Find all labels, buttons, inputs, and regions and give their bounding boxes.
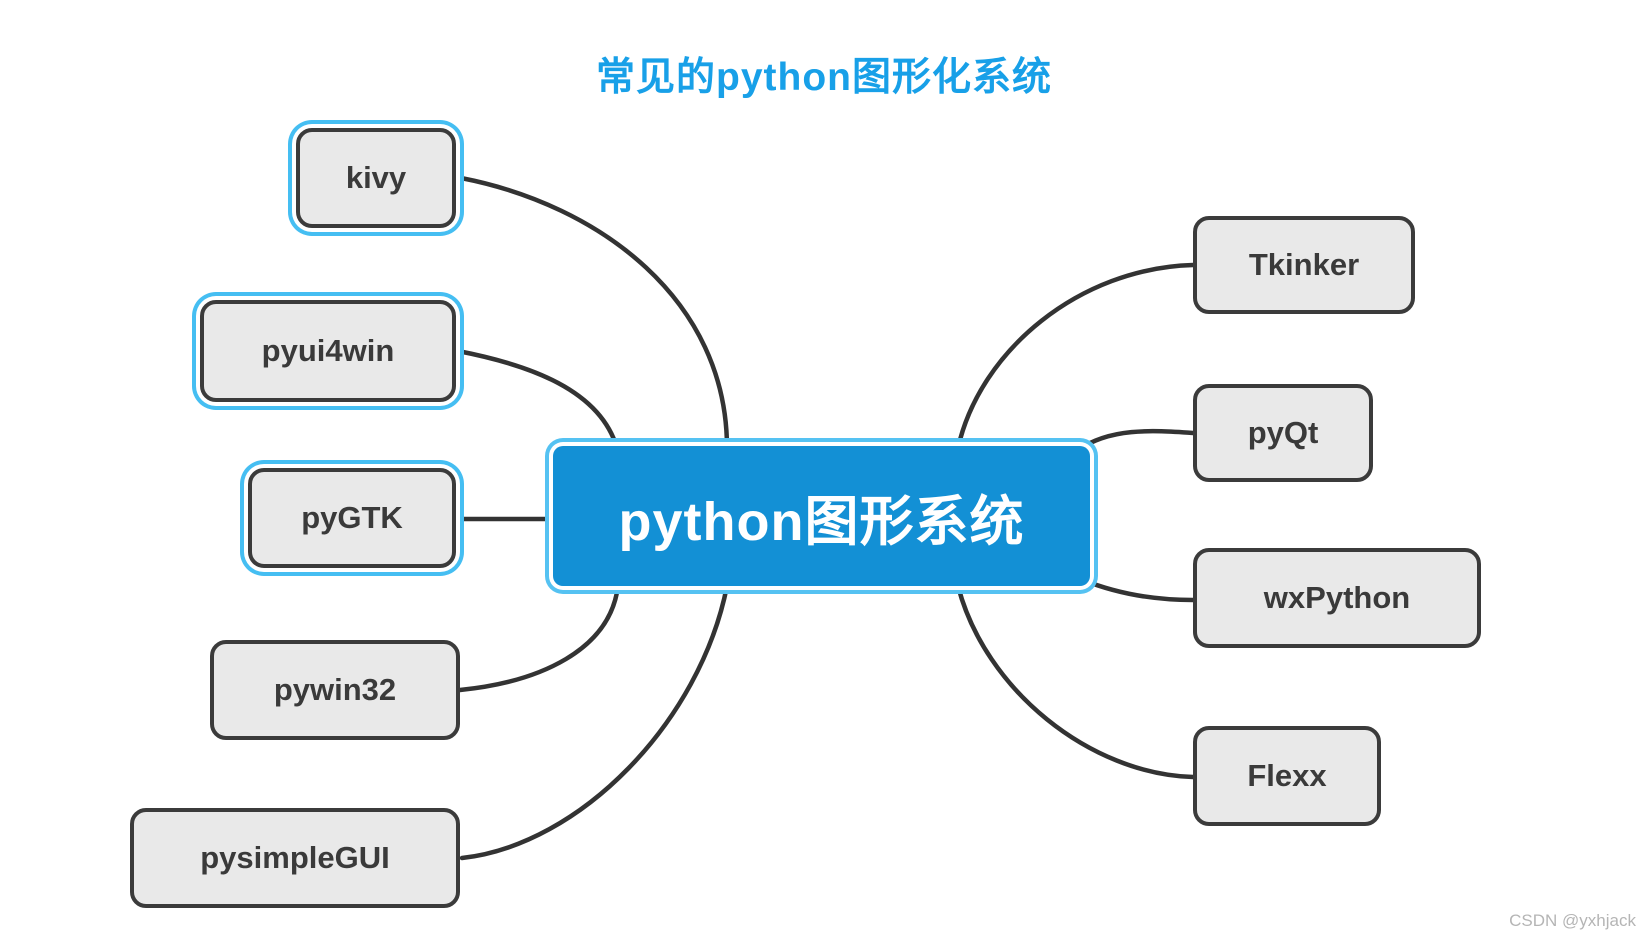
node-pyqt-label: pyQt — [1247, 415, 1319, 450]
node-pygtk[interactable]: pyGTK — [248, 468, 456, 568]
node-pywin32[interactable]: pywin32 — [210, 640, 460, 740]
node-pysimplegui[interactable]: pysimpleGUI — [130, 808, 460, 908]
edge-pywin32-center — [457, 583, 621, 693]
node-pygtk-label: pyGTK — [301, 500, 403, 535]
node-flexx[interactable]: Flexx — [1193, 726, 1381, 826]
node-pysimplegui-label: pysimpleGUI — [200, 840, 390, 875]
node-python-graphics-root[interactable]: python图形系统 — [553, 446, 1090, 586]
node-kivy[interactable]: kivy — [296, 128, 456, 228]
edge-center-pyqt — [1075, 428, 1196, 453]
edge-center-wxpython — [1080, 577, 1196, 603]
node-wxpython-label: wxPython — [1263, 580, 1411, 615]
node-tkinker-label: Tkinker — [1248, 247, 1360, 282]
node-wxpython[interactable]: wxPython — [1193, 548, 1481, 648]
node-pyui4win-label: pyui4win — [261, 333, 395, 368]
node-kivy-label: kivy — [345, 160, 407, 195]
node-root-label: python图形系统 — [618, 491, 1025, 552]
node-pyui4win[interactable]: pyui4win — [200, 300, 456, 402]
page-title: 常见的python图形化系统 — [596, 56, 1052, 99]
edge-center-tkinker — [955, 262, 1196, 451]
edge-kivy-center — [458, 175, 730, 451]
node-flexx-label: Flexx — [1247, 758, 1327, 793]
node-pyqt[interactable]: pyQt — [1193, 384, 1373, 482]
edge-pyui4win-center — [455, 348, 620, 451]
edge-center-flexx — [955, 583, 1196, 780]
node-tkinker[interactable]: Tkinker — [1193, 216, 1415, 314]
edge-pysimplegui-center — [459, 583, 730, 861]
csdn-watermark: CSDN @yxhjack — [1509, 911, 1636, 930]
node-pywin32-label: pywin32 — [273, 672, 397, 707]
